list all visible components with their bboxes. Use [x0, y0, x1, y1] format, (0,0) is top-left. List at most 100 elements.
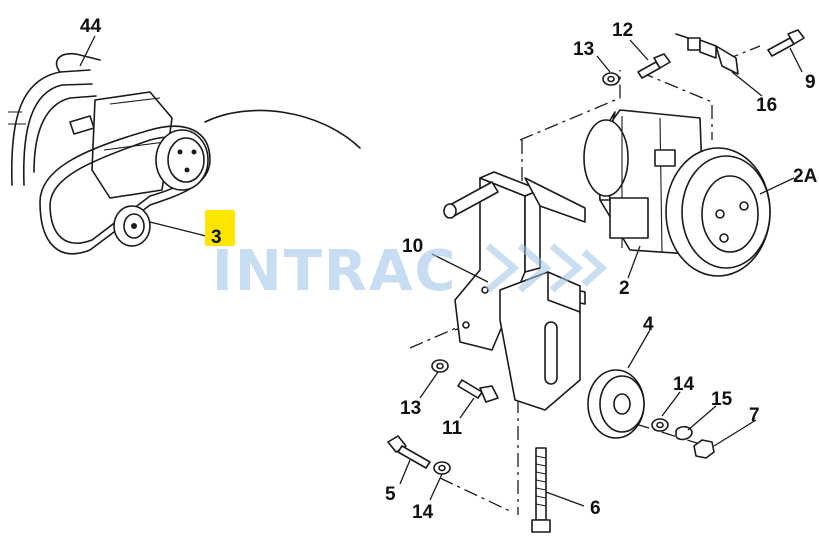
hose-top — [55, 52, 101, 73]
hose-third — [33, 95, 97, 173]
bolt-5-shank — [397, 445, 431, 469]
watermark-text: INTRAC — [212, 239, 457, 304]
callout-9: 9 — [805, 72, 816, 93]
callout-5: 5 — [385, 484, 396, 505]
clutch-plate — [701, 175, 759, 253]
inset-pulley-face — [167, 137, 205, 183]
leader-9 — [789, 47, 803, 73]
callouts: 44 3 13 12 16 9 2A 2 10 4 14 15 7 13 11 … — [80, 16, 818, 523]
callout-4: 4 — [643, 314, 654, 335]
callout-11: 11 — [442, 418, 463, 439]
inset-idler-center — [131, 223, 137, 229]
watermark-chevron-1 — [485, 243, 520, 293]
bracket-tube-end — [443, 203, 457, 219]
idler-bracket — [499, 271, 581, 411]
inset-idler-hub — [123, 213, 145, 239]
callout-44: 44 — [80, 16, 102, 37]
inset-compressor-body — [91, 91, 173, 199]
callout-12: 12 — [612, 20, 633, 41]
washer-13-bottom — [431, 359, 449, 373]
nut-7 — [693, 439, 715, 459]
leader-7 — [713, 419, 757, 447]
idler-pulley-rim — [599, 375, 645, 433]
callout-15: 15 — [711, 389, 733, 410]
fitting — [69, 115, 95, 135]
callout-14-bottom: 14 — [412, 502, 434, 523]
leader-5 — [399, 459, 411, 485]
clutch-bolt-a — [715, 209, 725, 219]
compressor-fitting — [654, 149, 676, 167]
watermark-chevron-3 — [549, 243, 584, 293]
watermark-chevron-4 — [581, 249, 608, 287]
leader-2 — [627, 245, 641, 279]
rod-6-thread — [535, 455, 547, 507]
leader-10 — [431, 253, 489, 283]
callout-13-bottom: 13 — [400, 398, 421, 419]
leader-6 — [545, 491, 585, 507]
switch-body — [699, 39, 717, 59]
bolt-11-head — [479, 385, 499, 403]
inset-bolt-a — [177, 149, 183, 155]
washer-14-bottom-hole — [438, 464, 446, 472]
watermark-chevron-2 — [517, 243, 552, 293]
exploded-view — [387, 29, 805, 533]
washer-13-top-hole — [607, 75, 615, 83]
bolt-9-shank — [767, 37, 795, 57]
leader-14a — [661, 391, 681, 417]
bolt-9-head — [787, 29, 805, 45]
idler-bracket-fold — [547, 271, 581, 313]
centerline-5 — [439, 477, 513, 513]
leader-13a — [596, 55, 611, 73]
centerline-top — [519, 70, 621, 141]
clutch-bolt-b — [739, 201, 749, 211]
compressor-rear — [583, 119, 629, 197]
leader-15 — [687, 405, 717, 431]
inset-belt-drive — [8, 35, 361, 255]
idler-pulley-hub — [613, 393, 631, 415]
leader-13b — [419, 371, 439, 399]
bolt-11-shank — [457, 379, 483, 399]
inset-bolt-b — [191, 149, 197, 155]
callout-16: 16 — [756, 95, 777, 116]
leader-14b — [429, 473, 443, 501]
washer-14-bottom — [433, 461, 451, 475]
washer-14-right-hole — [656, 421, 664, 429]
watermark: INTRAC — [212, 239, 608, 304]
clutch-bolt-c — [719, 233, 729, 243]
inset-arc — [204, 109, 361, 149]
callout-3: 3 — [211, 227, 222, 248]
leader-2A — [759, 177, 795, 195]
rod-6-head — [531, 519, 551, 533]
callout-13-top: 13 — [573, 39, 594, 60]
bolt-12-head — [653, 53, 671, 69]
callout-2: 2 — [619, 278, 630, 299]
bracket-hole-a — [462, 321, 470, 329]
inset-bolt-c — [184, 167, 190, 173]
callout-6: 6 — [590, 498, 601, 519]
washer-13-bottom-hole — [436, 362, 444, 370]
leader-11 — [459, 397, 475, 419]
callout-3-highlight — [205, 210, 235, 246]
hose-clamp — [8, 111, 26, 125]
leader-4 — [627, 329, 651, 369]
leader-16 — [731, 71, 763, 97]
switch-bracket — [715, 45, 739, 75]
compressor-mount-block — [609, 197, 649, 239]
callout-10: 10 — [402, 236, 423, 257]
callout-7: 7 — [749, 405, 760, 426]
leader-44 — [79, 35, 96, 67]
callout-14-right: 14 — [673, 374, 695, 395]
inset-belt — [39, 125, 211, 255]
idler-bracket-slot — [544, 321, 558, 385]
hose-outer — [10, 69, 91, 186]
rod-6 — [535, 447, 547, 521]
switch-connector — [687, 37, 701, 51]
support-arm-top — [524, 177, 586, 223]
hose-inner — [22, 83, 93, 186]
leader-3 — [149, 221, 207, 237]
inset-compressor-pulley — [155, 129, 209, 191]
callout-2A: 2A — [793, 166, 818, 187]
leader-12 — [629, 39, 649, 61]
washer-13-top — [602, 72, 620, 86]
